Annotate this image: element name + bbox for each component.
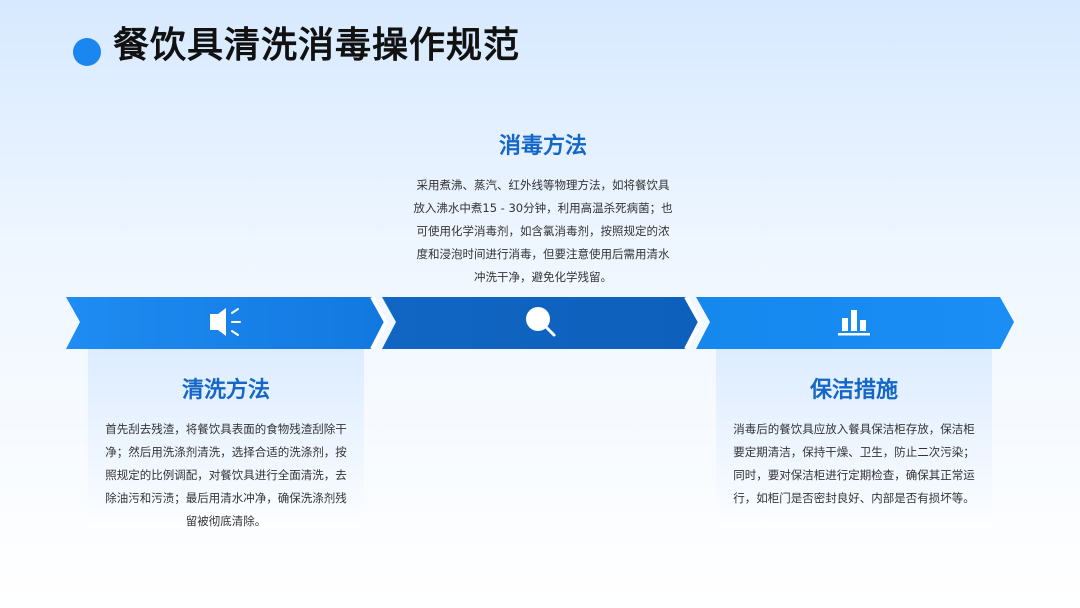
step-disinfection-panel: 消毒方法 采用煮沸、蒸汽、红外线等物理方法，如将餐饮具放入沸水中煮15 - 30… (408, 120, 678, 298)
arrow-segment-3 (696, 297, 1014, 349)
step-disinfection-body: 采用煮沸、蒸汽、红外线等物理方法，如将餐饮具放入沸水中煮15 - 30分钟，利用… (413, 178, 673, 284)
step-storage-heading: 保洁措施 (809, 378, 898, 403)
step-cleaning-heading: 清洗方法 (181, 378, 270, 403)
arrow-segment-2 (382, 297, 700, 349)
arrow-gap-2 (684, 296, 703, 350)
page-title: 餐饮具清洗消毒操作规范 (113, 25, 521, 66)
arrow-segment-1 (66, 297, 386, 349)
search-icon (526, 307, 556, 337)
step-storage-panel: 保洁措施 消毒后的餐饮具应放入餐具保洁柜存放，保洁柜要定期清洁，保持干燥、卫生，… (716, 348, 992, 530)
arrow-gap-1 (370, 296, 389, 350)
step-disinfection-heading: 消毒方法 (498, 134, 587, 159)
speaker-icon (210, 308, 241, 336)
step-cleaning-body: 首先刮去残渣，将餐饮具表面的食物残渣刮除干净；然后用洗涤剂清洗，选择合适的洗涤剂… (105, 422, 347, 528)
title-bullet-dot (73, 38, 101, 66)
step-cleaning-panel: 清洗方法 首先刮去残渣，将餐饮具表面的食物残渣刮除干净；然后用洗涤剂清洗，选择合… (88, 348, 364, 530)
bar-chart-icon (838, 310, 870, 336)
step-storage-body: 消毒后的餐饮具应放入餐具保洁柜存放，保洁柜要定期清洁，保持干燥、卫生，防止二次污… (733, 422, 975, 505)
